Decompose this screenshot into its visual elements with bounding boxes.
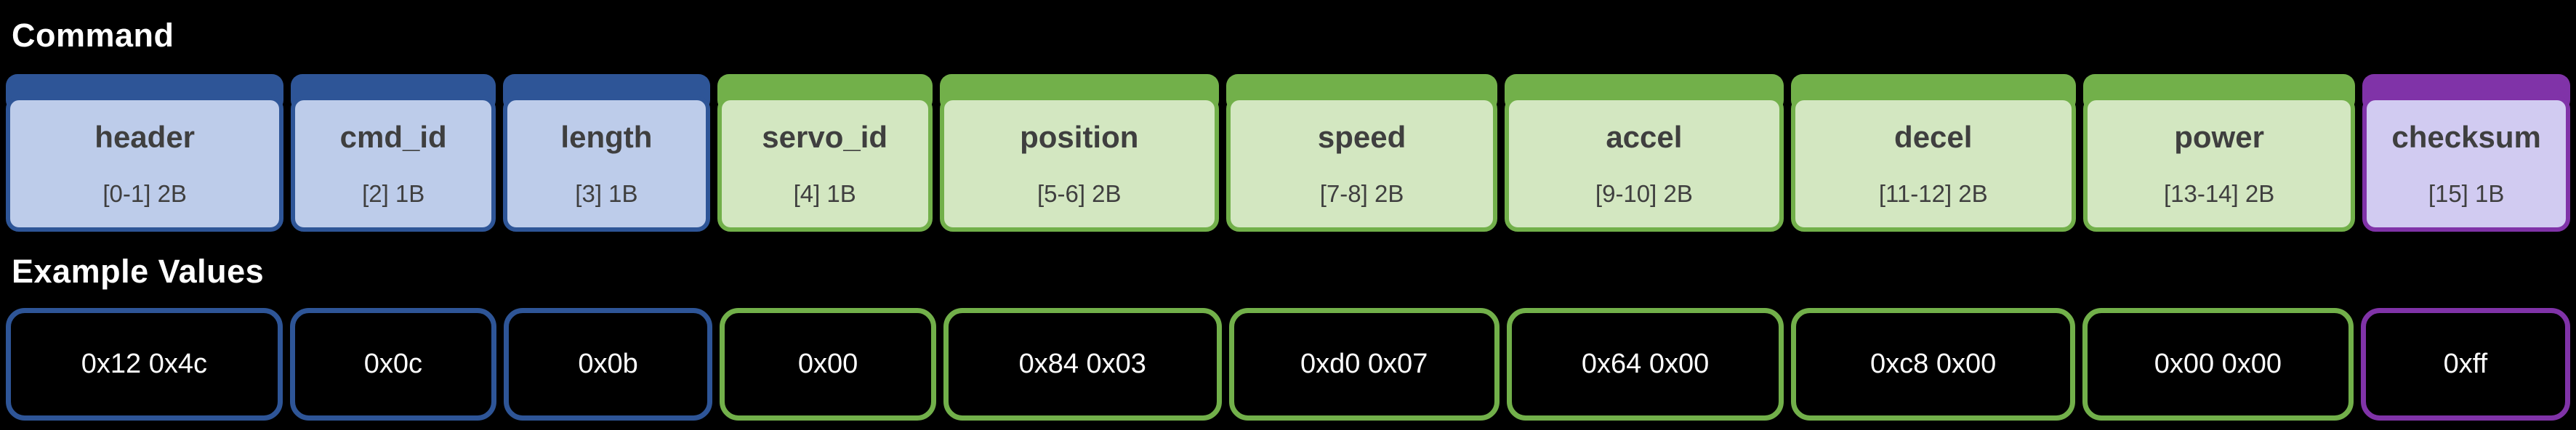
value-box-cmd_id: 0x0c	[289, 308, 497, 421]
field-body: checksum [15] 1B	[2362, 95, 2570, 232]
field-name: length	[560, 119, 653, 154]
field-body: power [13-14] 2B	[2082, 95, 2356, 232]
field-name: accel	[1606, 119, 1683, 154]
value-text: 0xc8 0x00	[1870, 349, 1997, 379]
field-byte-range: [0-1] 2B	[102, 179, 187, 207]
field-name: decel	[1894, 119, 1973, 154]
field-card-checksum: checksum [15] 1B	[2362, 73, 2570, 232]
value-box-accel: 0x64 0x00	[1506, 308, 1784, 421]
value-box-servo_id: 0x00	[720, 308, 936, 421]
field-card-position: position [5-6] 2B	[939, 73, 1219, 232]
field-byte-range: [2] 1B	[362, 179, 425, 207]
field-name: position	[1020, 119, 1139, 154]
field-byte-range: [7-8] 2B	[1319, 179, 1404, 207]
value-text: 0x00	[797, 349, 858, 379]
field-body: servo_id [4] 1B	[717, 95, 933, 232]
field-name: servo_id	[762, 119, 888, 154]
value-text: 0x0b	[578, 349, 638, 379]
field-name: header	[94, 119, 196, 154]
field-byte-range: [4] 1B	[793, 179, 856, 207]
field-name: cmd_id	[339, 119, 447, 154]
value-box-power: 0x00 0x00	[2082, 308, 2354, 421]
fields-row: header [0-1] 2B cmd_id [2] 1B length [3] 1B se…	[6, 73, 2570, 232]
field-card-power: power [13-14] 2B	[2082, 73, 2356, 232]
field-body: cmd_id [2] 1B	[291, 95, 496, 232]
field-card-servo_id: servo_id [4] 1B	[717, 73, 933, 232]
value-box-speed: 0xd0 0x07	[1228, 308, 1500, 421]
value-text: 0xff	[2443, 349, 2488, 379]
field-body: accel [9-10] 2B	[1505, 95, 1784, 232]
command-section-title: Command	[12, 17, 174, 54]
field-name: power	[2174, 119, 2264, 154]
field-byte-range: [15] 1B	[2428, 179, 2505, 207]
field-byte-range: [5-6] 2B	[1037, 179, 1122, 207]
field-name: checksum	[2391, 119, 2541, 154]
field-byte-range: [13-14] 2B	[2163, 179, 2275, 207]
value-box-position: 0x84 0x03	[943, 308, 1222, 421]
field-card-header: header [0-1] 2B	[6, 73, 284, 232]
value-text: 0x0c	[363, 349, 423, 379]
field-body: decel [11-12] 2B	[1790, 95, 2076, 232]
field-body: header [0-1] 2B	[6, 95, 284, 232]
field-card-speed: speed [7-8] 2B	[1225, 73, 1498, 232]
field-card-length: length [3] 1B	[503, 73, 710, 232]
field-card-accel: accel [9-10] 2B	[1505, 73, 1784, 232]
field-name: speed	[1317, 119, 1406, 154]
value-box-length: 0x0b	[504, 308, 713, 421]
field-body: position [5-6] 2B	[939, 95, 1219, 232]
value-text: 0xd0 0x07	[1300, 349, 1428, 379]
field-body: speed [7-8] 2B	[1225, 95, 1498, 232]
value-box-checksum: 0xff	[2360, 308, 2571, 421]
value-text: 0x64 0x00	[1581, 349, 1710, 379]
field-card-decel: decel [11-12] 2B	[1790, 73, 2076, 232]
field-byte-range: [9-10] 2B	[1595, 179, 1693, 207]
field-body: length [3] 1B	[503, 95, 710, 232]
field-card-cmd_id: cmd_id [2] 1B	[291, 73, 496, 232]
values-row: 0x12 0x4c 0x0c 0x0b 0x00 0x84 0x03 0xd0 0x07 0…	[6, 308, 2571, 421]
value-text: 0x00 0x00	[2154, 349, 2282, 379]
value-text: 0x84 0x03	[1018, 349, 1146, 379]
field-byte-range: [3] 1B	[575, 179, 638, 207]
value-box-header: 0x12 0x4c	[6, 308, 283, 421]
value-box-decel: 0xc8 0x00	[1791, 308, 2075, 421]
example-values-section-title: Example Values	[12, 252, 265, 290]
value-text: 0x12 0x4c	[81, 349, 207, 379]
field-byte-range: [11-12] 2B	[1878, 179, 1988, 207]
